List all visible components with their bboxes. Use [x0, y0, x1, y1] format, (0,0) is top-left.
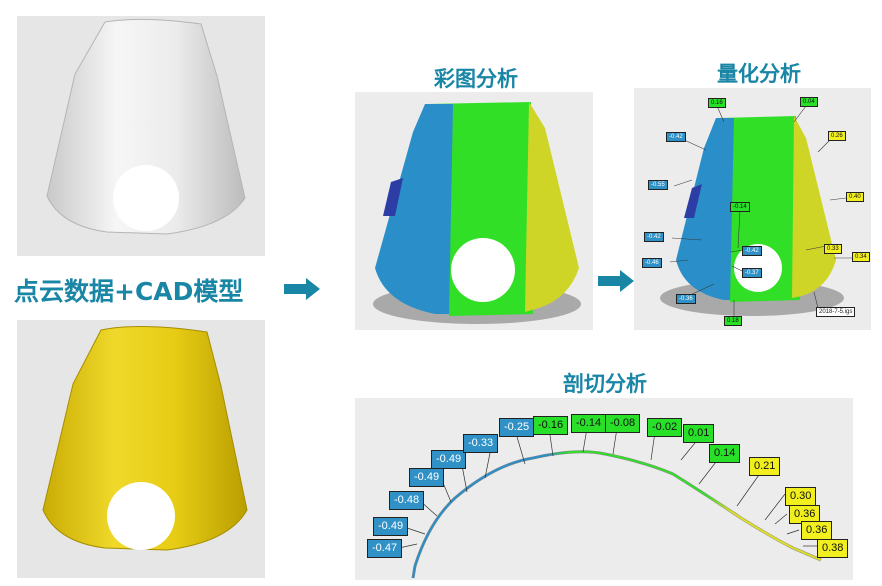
section-curve-chart — [398, 427, 822, 579]
point-cloud-shape — [46, 18, 246, 235]
section-deviation-label: 0.30 — [785, 487, 817, 506]
quantified-panel: 0.16 0.04 -0.42 0.26 -0.55 0.40 -0.14 -0… — [634, 88, 871, 330]
section-deviation-label: 0.38 — [817, 539, 849, 558]
deviation-label: 0.33 — [824, 244, 842, 254]
deviation-label: 0.04 — [800, 97, 818, 107]
deviation-label: -0.42 — [666, 132, 686, 142]
section-deviation-label: -0.08 — [605, 414, 641, 433]
deviation-label: 0.16 — [708, 98, 726, 108]
deviation-label: 0.40 — [846, 192, 864, 202]
section-deviation-label: -0.25 — [499, 418, 535, 437]
quantified-heading: 量化分析 — [717, 62, 801, 86]
section-heading: 剖切分析 — [563, 372, 647, 396]
section-deviation-label: 0.36 — [801, 521, 833, 540]
section-deviation-label: -0.49 — [373, 517, 409, 536]
color-map-shape — [373, 102, 581, 324]
section-deviation-label: 0.21 — [749, 457, 781, 476]
section-deviation-label: -0.14 — [571, 414, 607, 433]
section-deviation-label: -0.48 — [389, 491, 425, 510]
file-name-label: 2018-7-5.igs — [816, 307, 856, 317]
section-deviation-label: -0.33 — [463, 434, 499, 453]
color-map-heading: 彩图分析 — [434, 67, 518, 91]
point-cloud-cad-label: 点云数据+CAD模型 — [14, 277, 244, 306]
deviation-label: -0.14 — [730, 202, 750, 212]
section-deviation-label: -0.47 — [367, 539, 403, 558]
arrow-right-icon — [598, 270, 634, 292]
section-deviation-label: -0.49 — [431, 450, 467, 469]
deviation-label: -0.36 — [676, 294, 696, 304]
arrow-right-icon — [284, 278, 320, 300]
deviation-label: 0.26 — [828, 131, 846, 141]
cad-model-shape — [42, 325, 248, 551]
cad-model-panel — [17, 320, 265, 578]
quantified-shape — [660, 105, 854, 316]
deviation-label: -0.42 — [742, 246, 762, 256]
section-deviation-label: 0.01 — [683, 424, 715, 443]
point-cloud-panel — [17, 16, 265, 256]
deviation-label: -0.46 — [642, 258, 662, 268]
deviation-label: -0.42 — [644, 232, 664, 242]
deviation-label: 0.34 — [852, 252, 870, 262]
deviation-label: -0.55 — [648, 180, 668, 190]
section-panel: -0.47 -0.49 -0.48 -0.49 -0.49 -0.33 -0.2… — [355, 398, 853, 580]
deviation-label: 0.18 — [724, 316, 742, 326]
section-deviation-label: -0.49 — [409, 468, 445, 487]
color-map-panel — [355, 92, 593, 330]
deviation-label: -0.37 — [742, 268, 762, 278]
section-deviation-label: 0.14 — [709, 444, 741, 463]
section-deviation-label: -0.02 — [647, 418, 683, 437]
section-deviation-label: -0.16 — [533, 416, 569, 435]
